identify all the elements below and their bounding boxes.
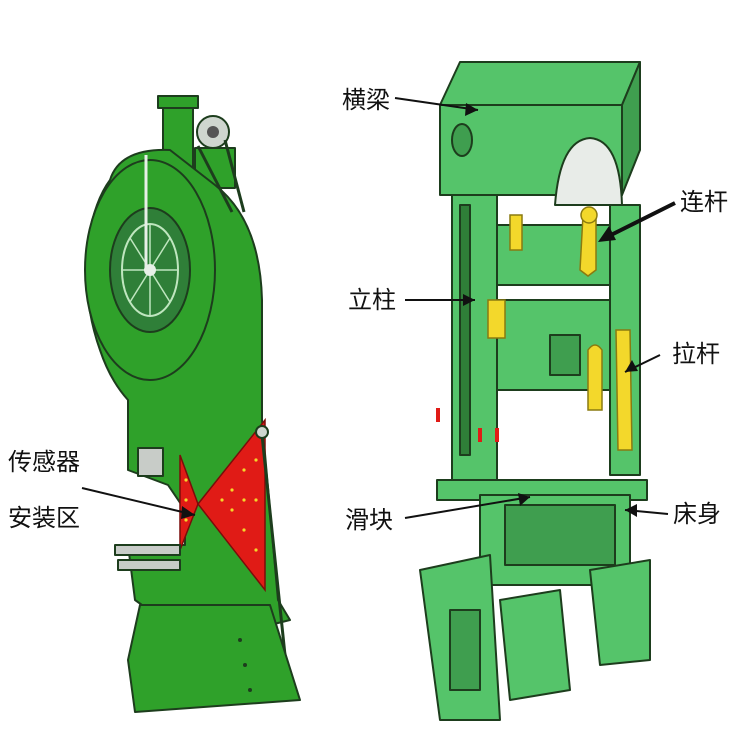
arrow-sensor-area — [181, 506, 195, 519]
drive-belt — [196, 145, 234, 213]
label-connecting-rod: 连杆 — [680, 188, 728, 216]
label-crossbeam: 横梁 — [342, 86, 390, 114]
sensor-zone-dots — [184, 458, 258, 552]
press-base — [127, 604, 301, 713]
tie-rod — [615, 329, 633, 451]
die-plate — [117, 559, 181, 571]
connecting-rod — [579, 214, 597, 277]
label-slider: 滑块 — [345, 506, 393, 534]
sensor-zone-right — [197, 417, 266, 593]
arrow-bed — [625, 504, 637, 517]
base-leg-right — [589, 559, 651, 666]
base-leg-slot — [449, 609, 481, 691]
connecting-rod-eye — [580, 206, 598, 224]
arrow-column — [463, 294, 475, 306]
label-bed: 床身 — [673, 500, 721, 528]
arrow-slider — [518, 493, 530, 506]
label-sensor-area-line2: 安装区 — [8, 504, 80, 532]
arrow-tie-rod — [625, 360, 638, 372]
drive-belt-2 — [223, 139, 246, 213]
leader-crossbeam — [394, 97, 479, 111]
sensor-marks — [436, 408, 499, 442]
motor-pulley-hub — [207, 126, 219, 138]
crossbeam-bore — [451, 123, 473, 157]
left-column-slot — [459, 204, 471, 456]
label-column: 立柱 — [348, 286, 396, 314]
upper-guide — [509, 214, 523, 251]
leader-lines — [81, 97, 676, 519]
slider-recess — [549, 334, 581, 376]
straight-side-press — [419, 61, 651, 721]
arrow-crossbeam — [465, 103, 478, 116]
ram-rod-pivot — [255, 425, 269, 439]
base-bolts — [238, 638, 252, 692]
label-tie-rod: 拉杆 — [672, 340, 720, 368]
left-column — [451, 194, 498, 486]
top-cylinder-cap — [157, 95, 199, 109]
crossbeam-top — [439, 61, 641, 106]
leader-sensor-area — [81, 487, 196, 516]
arrow-connecting-rod — [598, 226, 616, 242]
punch-holder — [137, 447, 164, 477]
column-guide-left — [487, 299, 506, 339]
label-sensor-area-line1: 传感器 — [8, 448, 80, 476]
c-frame-press — [84, 95, 301, 713]
crank-window — [554, 137, 623, 206]
flywheel-hub — [144, 264, 156, 276]
leader-connecting-rod — [604, 201, 676, 240]
bolster-plate — [114, 544, 181, 556]
leader-slider — [404, 496, 531, 519]
tie-rod-lower — [587, 344, 603, 411]
bed-recess — [504, 504, 616, 566]
crossbeam-side — [621, 61, 641, 196]
ram-rod — [260, 434, 287, 656]
base-leg-center — [499, 589, 571, 701]
leader-arrowheads — [181, 103, 638, 519]
sensor-zone-left — [179, 454, 199, 551]
